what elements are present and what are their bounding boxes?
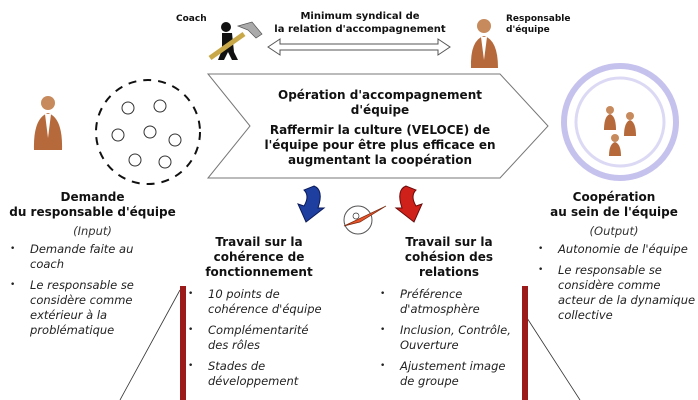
output-subtitle: (Output) (589, 224, 639, 238)
goal-line-2: l'équipe pour être plus efficace en (264, 138, 496, 152)
output-title-2: au sein de l'équipe (550, 205, 678, 219)
relation-line-1: Minimum syndical de (300, 11, 420, 22)
cohesion-title-2: cohésion des (404, 250, 494, 264)
manager-label: Responsable d'équipe (506, 14, 571, 35)
connector-line-left (119, 289, 181, 400)
blue-curved-arrow-icon (297, 185, 326, 223)
connector-line-right (526, 317, 581, 400)
cohesion-item: Ajustement image de groupe (378, 359, 520, 389)
chevron-text: Opération d'accompagnement d'équipe Raff… (255, 88, 505, 168)
operation-title-2: d'équipe (350, 103, 410, 117)
output-item: Le responsable se considère comme acteur… (536, 263, 696, 323)
coherence-item: Stades de développement (186, 359, 332, 389)
input-title-2: du responsable d'équipe (9, 205, 176, 219)
red-curved-arrow-icon (394, 185, 423, 223)
team-members-icon (111, 99, 182, 169)
input-item: Le responsable se considère comme extéri… (8, 278, 168, 338)
input-column: Demande du responsable d'équipe (Input) … (0, 190, 185, 344)
cohesion-item: Inclusion, Contrôle, Ouverture (378, 323, 520, 353)
coherence-title-3: fonctionnement (205, 265, 313, 279)
cohesion-title-1: Travail sur la (405, 235, 493, 249)
input-item: Demande faite au coach (8, 242, 168, 272)
output-item: Autonomie de l'équipe (536, 242, 696, 257)
cohesion-column: Travail sur la cohésion des relations Pr… (378, 235, 520, 395)
compass-icon (343, 205, 387, 235)
operation-title-1: Opération d'accompagnement (278, 88, 482, 102)
goal-line-1: Raffermir la culture (VELOCE) de (269, 123, 491, 137)
relation-line-2: la relation d'accompagnement (274, 24, 446, 35)
manager-icon (470, 19, 498, 68)
coherence-item: Complémentarité des rôles (186, 323, 332, 353)
coherence-item: 10 points de cohérence d'équipe (186, 287, 332, 317)
manager-left-icon (33, 96, 63, 150)
relation-label: Minimum syndical de la relation d'accomp… (255, 10, 465, 36)
cohesion-item: Préférence d'atmosphère (378, 287, 520, 317)
team-dashed-circle (95, 79, 201, 185)
coach-label: Coach (176, 14, 207, 24)
output-title-1: Coopération (572, 190, 656, 204)
coherence-title-1: Travail sur la (215, 235, 303, 249)
output-column: Coopération au sein de l'équipe (Output)… (530, 190, 698, 329)
coherence-title-2: cohérence de (213, 250, 305, 264)
input-title-1: Demande (60, 190, 125, 204)
cohesion-title-3: relations (418, 265, 480, 279)
coach-hammer-icon (208, 21, 263, 61)
output-divider (522, 286, 528, 400)
double-arrow-icon (267, 38, 451, 56)
coherence-column: Travail sur la cohérence de fonctionneme… (186, 235, 332, 395)
coherence-divider (180, 286, 186, 400)
input-subtitle: (Input) (73, 224, 112, 238)
goal-line-3: augmentant la coopération (287, 153, 473, 167)
operation-chevron (206, 73, 549, 179)
team-target-circle (561, 63, 679, 181)
